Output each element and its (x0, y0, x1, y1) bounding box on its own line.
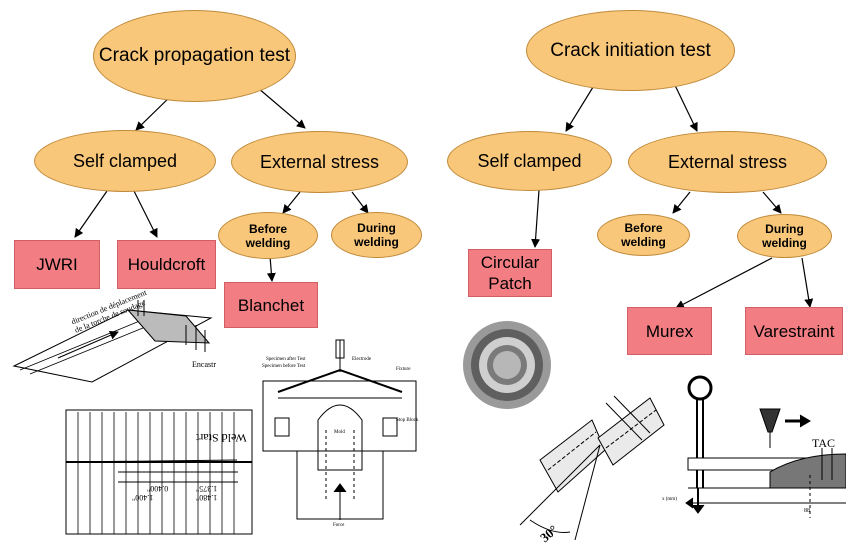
node-self-clamped-right: Self clamped (447, 131, 612, 191)
edge-self-clamped-to-houldcroft (133, 190, 158, 238)
edge-external-to-before-right (672, 191, 691, 214)
houldcroft-drawing (65, 409, 253, 535)
circular-patch-section (519, 395, 665, 541)
houldcroft-dim-3: 0.400" (147, 484, 169, 493)
varestraint-label-axis: x (mm) (662, 497, 677, 502)
edge-before-to-blanchet (266, 255, 276, 282)
edge-self-clamped-to-circular-patch (531, 189, 541, 248)
varestraint-label-88: 88 (804, 508, 810, 514)
blanchet-label-force: Force (333, 523, 345, 528)
test-box-jwri: JWRI (14, 240, 100, 289)
test-box-houldcroft: Houldcroft (117, 240, 216, 289)
edge-root-to-external-stress-left (257, 87, 306, 129)
blanchet-label-mold: Mold (334, 430, 345, 435)
node-during-welding-left: During welding (331, 212, 422, 258)
node-before-welding-left: Before welding (218, 212, 318, 259)
edge-external-to-before-left (282, 191, 301, 214)
varestraint-label-tac: TAC (812, 436, 836, 450)
test-box-blanchet: Blanchet (224, 282, 318, 328)
jwri-sketch-label: Encastr (192, 360, 216, 369)
edge-external-to-during-left (351, 191, 369, 214)
varestraint-drawing (685, 375, 846, 518)
houldcroft-dim-1: 1.375" (196, 484, 218, 493)
test-box-murex: Murex (627, 307, 712, 355)
blanchet-label-before: Specimen before Test (262, 364, 306, 369)
blanchet-label-after: Specimen after Test (266, 357, 306, 362)
edge-during-to-murex (675, 257, 773, 309)
edge-root-to-external-stress-right (671, 78, 698, 132)
blanchet-label-stop-block: Stop Block (396, 418, 419, 423)
blanchet-label-electrode: Electrode (352, 357, 372, 362)
node-external-stress-left: External stress (231, 131, 408, 193)
houldcroft-dim-2: 1.480" (196, 493, 218, 502)
blanchet-drawing (262, 339, 417, 520)
jwri-sketch (12, 300, 213, 383)
edge-self-clamped-to-jwri (74, 190, 108, 238)
blanchet-label-fixture: Fixture (396, 367, 411, 372)
edge-external-to-during-right (762, 191, 782, 214)
test-box-circular-patch: Circular Patch (468, 249, 552, 297)
node-before-welding-right: Before welding (597, 214, 690, 256)
node-self-clamped-left: Self clamped (34, 130, 216, 192)
node-crack-initiation-test: Crack initiation test (526, 10, 735, 91)
test-box-varestraint: Varestraint (745, 307, 843, 355)
node-crack-propagation-test: Crack propagation test (93, 10, 296, 102)
node-during-welding-right: During welding (737, 214, 832, 258)
node-external-stress-right: External stress (628, 131, 827, 193)
edge-during-to-varestraint (801, 257, 814, 308)
circular-patch-photo (463, 321, 551, 409)
houldcroft-dim-4: 1.400" (132, 493, 154, 502)
houldcroft-title: Weld Start (196, 431, 247, 445)
